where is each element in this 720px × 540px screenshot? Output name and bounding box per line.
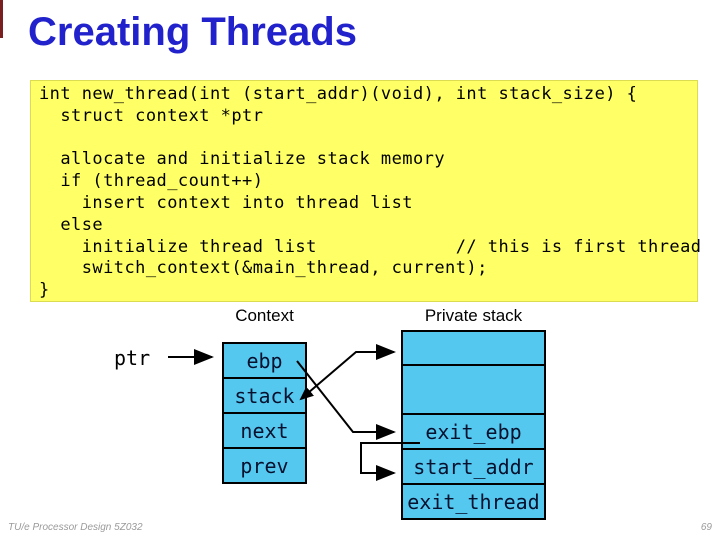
code-panel: int new_thread(int (start_addr)(void), i… — [30, 80, 702, 302]
private-stack-row-exit-ebp: exit_ebp — [403, 415, 544, 450]
context-cell-next: next — [224, 414, 305, 449]
arrow-stack-to-stack-top — [299, 344, 396, 401]
private-stack-row-start-addr: start_addr — [403, 450, 544, 485]
private-stack-box: exit_ebp start_addr exit_thread — [401, 330, 546, 520]
ptr-label: ptr — [114, 346, 151, 370]
page-title: Creating Threads — [28, 10, 357, 54]
footer-course-label: TU/e Processor Design 5Z032 — [8, 522, 143, 533]
context-cell-stack: stack — [224, 379, 305, 414]
private-stack-row-empty-2 — [403, 366, 544, 415]
context-cell-ebp: ebp — [224, 344, 305, 379]
slide-corner-mark — [0, 0, 3, 38]
context-label: Context — [235, 306, 294, 325]
page-number: 69 — [700, 522, 712, 533]
context-struct-box: ebp stack next prev — [222, 342, 307, 484]
private-stack-label: Private stack — [424, 306, 523, 325]
arrow-ebp-to-exit-ebp — [296, 360, 396, 440]
private-stack-row-exit-thread: exit_thread — [407, 489, 540, 514]
code-text: int new_thread(int (start_addr)(void), i… — [39, 84, 702, 301]
private-stack-row-empty-1 — [403, 332, 544, 366]
context-cell-prev: prev — [240, 453, 289, 478]
diagram-arrows — [168, 344, 420, 481]
